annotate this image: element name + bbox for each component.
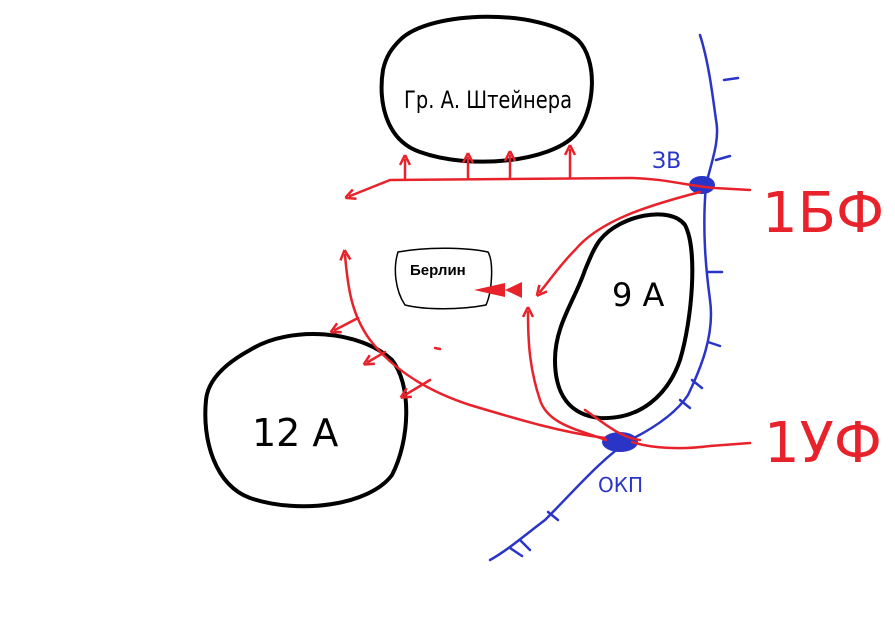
crossing-north-node [689,176,715,194]
crossing-north-label: ЗВ [652,149,681,174]
steiner-group-label: Гр. А. Штейнера [404,86,572,114]
army-12-label: 12 А [252,411,338,455]
army-9-label: 9 А [612,276,665,314]
front-1u-label: 1УФ [764,411,882,476]
berlin-assault-arrow [474,282,522,298]
steiner-group-outline [379,14,594,164]
army-9-outline [552,212,695,421]
berlin-label: Берлин [410,262,466,279]
front-lines [335,150,752,450]
river [488,33,740,562]
front-1b-label: 1БФ [762,181,884,246]
army-12-outline [203,332,409,509]
berlin-outline [394,247,493,310]
crossing-south-label: ОКП [598,473,643,497]
